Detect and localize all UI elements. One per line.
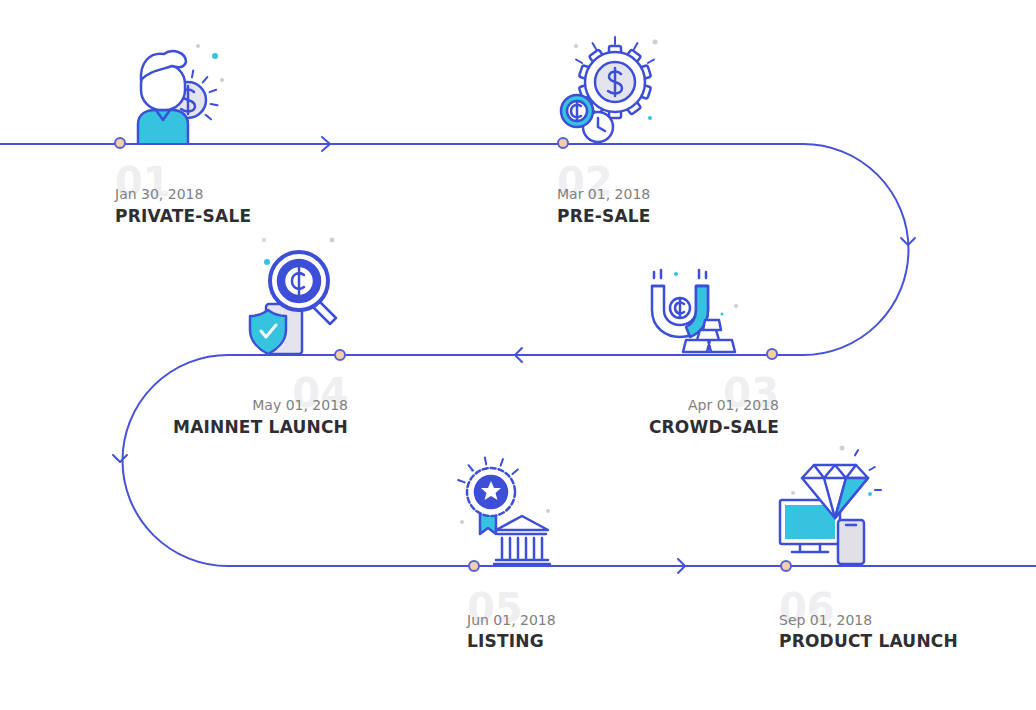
timeline-path (0, 144, 1036, 566)
person-icon (138, 44, 224, 143)
step-title: MAINNET LAUNCH (173, 417, 348, 437)
step-title: PRE-SALE (557, 206, 651, 226)
step-title: PRODUCT LAUNCH (779, 631, 958, 651)
milestone-dot (781, 561, 791, 571)
light-ray (512, 470, 517, 474)
light-ray (576, 60, 582, 64)
light-ray (593, 43, 597, 49)
magnet-gold-icon (652, 270, 738, 352)
light-ray (634, 43, 638, 49)
light-ray (210, 90, 217, 92)
light-ray (203, 77, 207, 82)
direction-chevron (901, 238, 915, 245)
gear-coins-icon (561, 40, 658, 143)
light-ray (648, 60, 654, 64)
light-ray (211, 104, 218, 105)
step-title: LISTING (467, 631, 544, 651)
magnifier-shield-icon (250, 238, 336, 355)
direction-chevron (515, 348, 522, 362)
light-ray (875, 489, 881, 491)
step-date: Sep 01, 2018 (779, 612, 872, 628)
milestone-dot (469, 561, 479, 571)
light-ray (469, 465, 473, 470)
direction-chevron (322, 137, 330, 151)
step-date: May 01, 2018 (252, 397, 348, 413)
milestone-dot (335, 350, 345, 360)
light-ray (855, 450, 858, 455)
badge-bank-icon (460, 468, 550, 564)
light-ray (501, 459, 503, 466)
light-ray (870, 467, 875, 470)
light-ray (206, 115, 211, 119)
step-title: CROWD-SALE (649, 417, 779, 437)
light-ray (614, 37, 616, 44)
step-date: Apr 01, 2018 (688, 397, 779, 413)
milestone-dot (558, 138, 568, 148)
step-date: Jan 30, 2018 (115, 186, 203, 202)
step-date: Mar 01, 2018 (557, 186, 650, 202)
light-ray (458, 480, 465, 482)
direction-chevron (678, 559, 685, 573)
milestone-dot (767, 349, 777, 359)
step-title: PRIVATE-SALE (115, 206, 251, 226)
diamond-devices-icon (780, 446, 872, 565)
light-ray (485, 458, 486, 465)
light-ray (192, 70, 193, 77)
milestone-dot (115, 138, 125, 148)
direction-chevron (113, 455, 127, 462)
step-date: Jun 01, 2018 (467, 612, 556, 628)
